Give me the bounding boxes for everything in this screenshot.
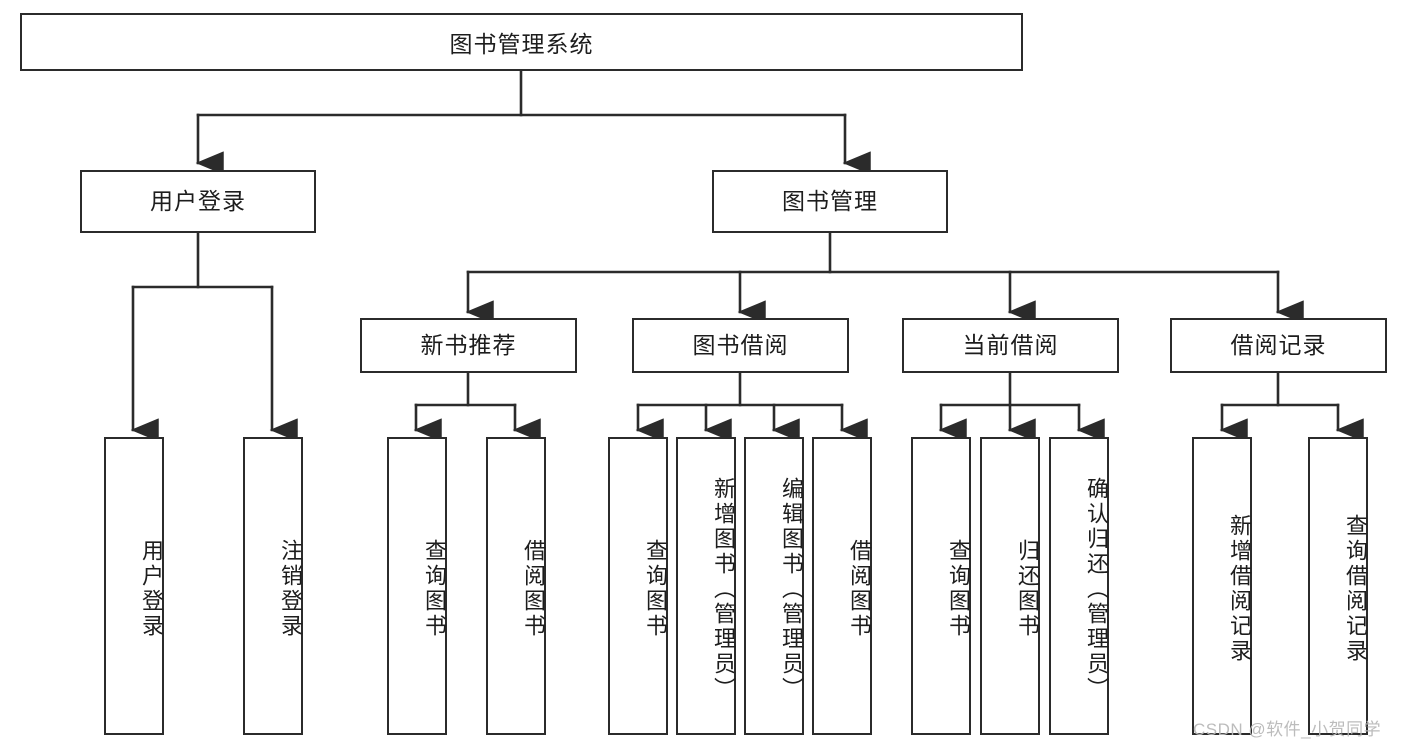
leaf-user-login-login[interactable]: 用户登录 <box>104 437 164 735</box>
leaf-new-book-query[interactable]: 查询图书 <box>387 437 447 735</box>
node-label: 当前借阅 <box>962 331 1059 358</box>
leaf-current-borrow-query[interactable]: 查询图书 <box>911 437 971 735</box>
node-label: 借阅图书 <box>521 539 546 639</box>
node-book-manage[interactable]: 图书管理 <box>712 170 948 233</box>
leaf-new-book-borrow[interactable]: 借阅图书 <box>486 437 546 735</box>
node-label: 新书推荐 <box>420 331 517 358</box>
node-label: 借阅图书 <box>847 539 872 639</box>
node-label: 用户登录 <box>150 187 246 214</box>
node-label: 查询图书 <box>946 539 971 639</box>
leaf-book-borrow-edit[interactable]: 编辑图书（管理员） <box>744 437 804 735</box>
node-label: 归还图书 <box>1015 539 1040 639</box>
node-label: 图书管理系统 <box>449 31 594 57</box>
leaf-current-borrow-confirm[interactable]: 确认归还（管理员） <box>1049 437 1109 735</box>
node-label: 用户登录 <box>139 539 164 639</box>
node-label: 注销登录 <box>278 539 303 639</box>
node-label: 确认归还（管理员） <box>1084 476 1109 702</box>
node-new-book-recommend[interactable]: 新书推荐 <box>360 318 577 373</box>
csdn-watermark: CSDN @软件_小贺同学 <box>1193 720 1382 739</box>
leaf-current-borrow-return[interactable]: 归还图书 <box>980 437 1040 735</box>
node-user-login[interactable]: 用户登录 <box>80 170 316 233</box>
node-label: 图书借阅 <box>692 331 789 358</box>
leaf-user-login-logout[interactable]: 注销登录 <box>243 437 303 735</box>
node-label: 图书管理 <box>782 187 878 214</box>
leaf-borrow-record-add[interactable]: 新增借阅记录 <box>1192 437 1252 735</box>
node-label: 查询图书 <box>422 539 447 639</box>
leaf-book-borrow-borrow[interactable]: 借阅图书 <box>812 437 872 735</box>
node-current-borrow[interactable]: 当前借阅 <box>902 318 1119 373</box>
node-label: 借阅记录 <box>1230 331 1327 358</box>
node-root-system[interactable]: 图书管理系统 <box>20 13 1023 71</box>
node-label: 新增图书（管理员） <box>711 476 736 702</box>
node-book-borrow[interactable]: 图书借阅 <box>632 318 849 373</box>
leaf-book-borrow-query[interactable]: 查询图书 <box>608 437 668 735</box>
node-label: 新增借阅记录 <box>1227 514 1252 664</box>
node-borrow-record[interactable]: 借阅记录 <box>1170 318 1387 373</box>
leaf-borrow-record-query[interactable]: 查询借阅记录 <box>1308 437 1368 735</box>
node-label: 查询借阅记录 <box>1343 514 1368 664</box>
leaf-book-borrow-add[interactable]: 新增图书（管理员） <box>676 437 736 735</box>
node-label: 编辑图书（管理员） <box>779 476 804 702</box>
node-label: 查询图书 <box>643 539 668 639</box>
